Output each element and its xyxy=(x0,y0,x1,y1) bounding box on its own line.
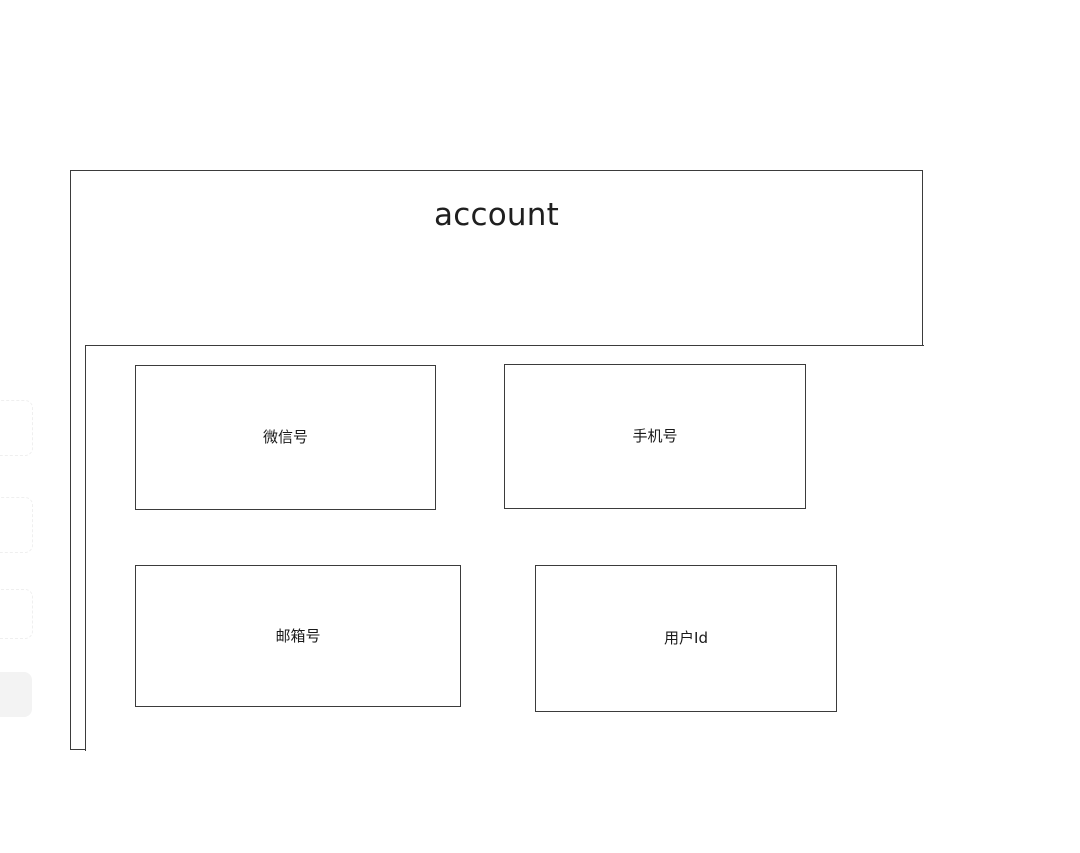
account-entity-frame: account 微信号 手机号 邮箱号 用户Id xyxy=(70,170,924,751)
field-box-wechat-id[interactable]: 微信号 xyxy=(135,365,436,510)
field-label-phone-number: 手机号 xyxy=(632,427,678,445)
field-label-wechat-id: 微信号 xyxy=(262,428,308,446)
entity-title: account xyxy=(434,197,559,233)
field-label-user-id: 用户Id xyxy=(664,629,708,647)
edge-chip-3[interactable] xyxy=(0,589,33,639)
field-label-email-address: 邮箱号 xyxy=(275,626,321,645)
entity-header: account xyxy=(71,171,922,345)
edge-chip-1[interactable] xyxy=(0,400,33,456)
entity-body-panel: 微信号 手机号 邮箱号 用户Id xyxy=(85,345,924,751)
field-grid: 微信号 手机号 邮箱号 用户Id xyxy=(86,346,924,751)
field-box-phone-number[interactable]: 手机号 xyxy=(504,364,806,509)
field-box-email-address[interactable]: 邮箱号 xyxy=(135,565,461,707)
field-box-user-id[interactable]: 用户Id xyxy=(535,565,837,712)
edge-chip-2[interactable] xyxy=(0,497,33,553)
edge-chip-4[interactable] xyxy=(0,672,32,717)
